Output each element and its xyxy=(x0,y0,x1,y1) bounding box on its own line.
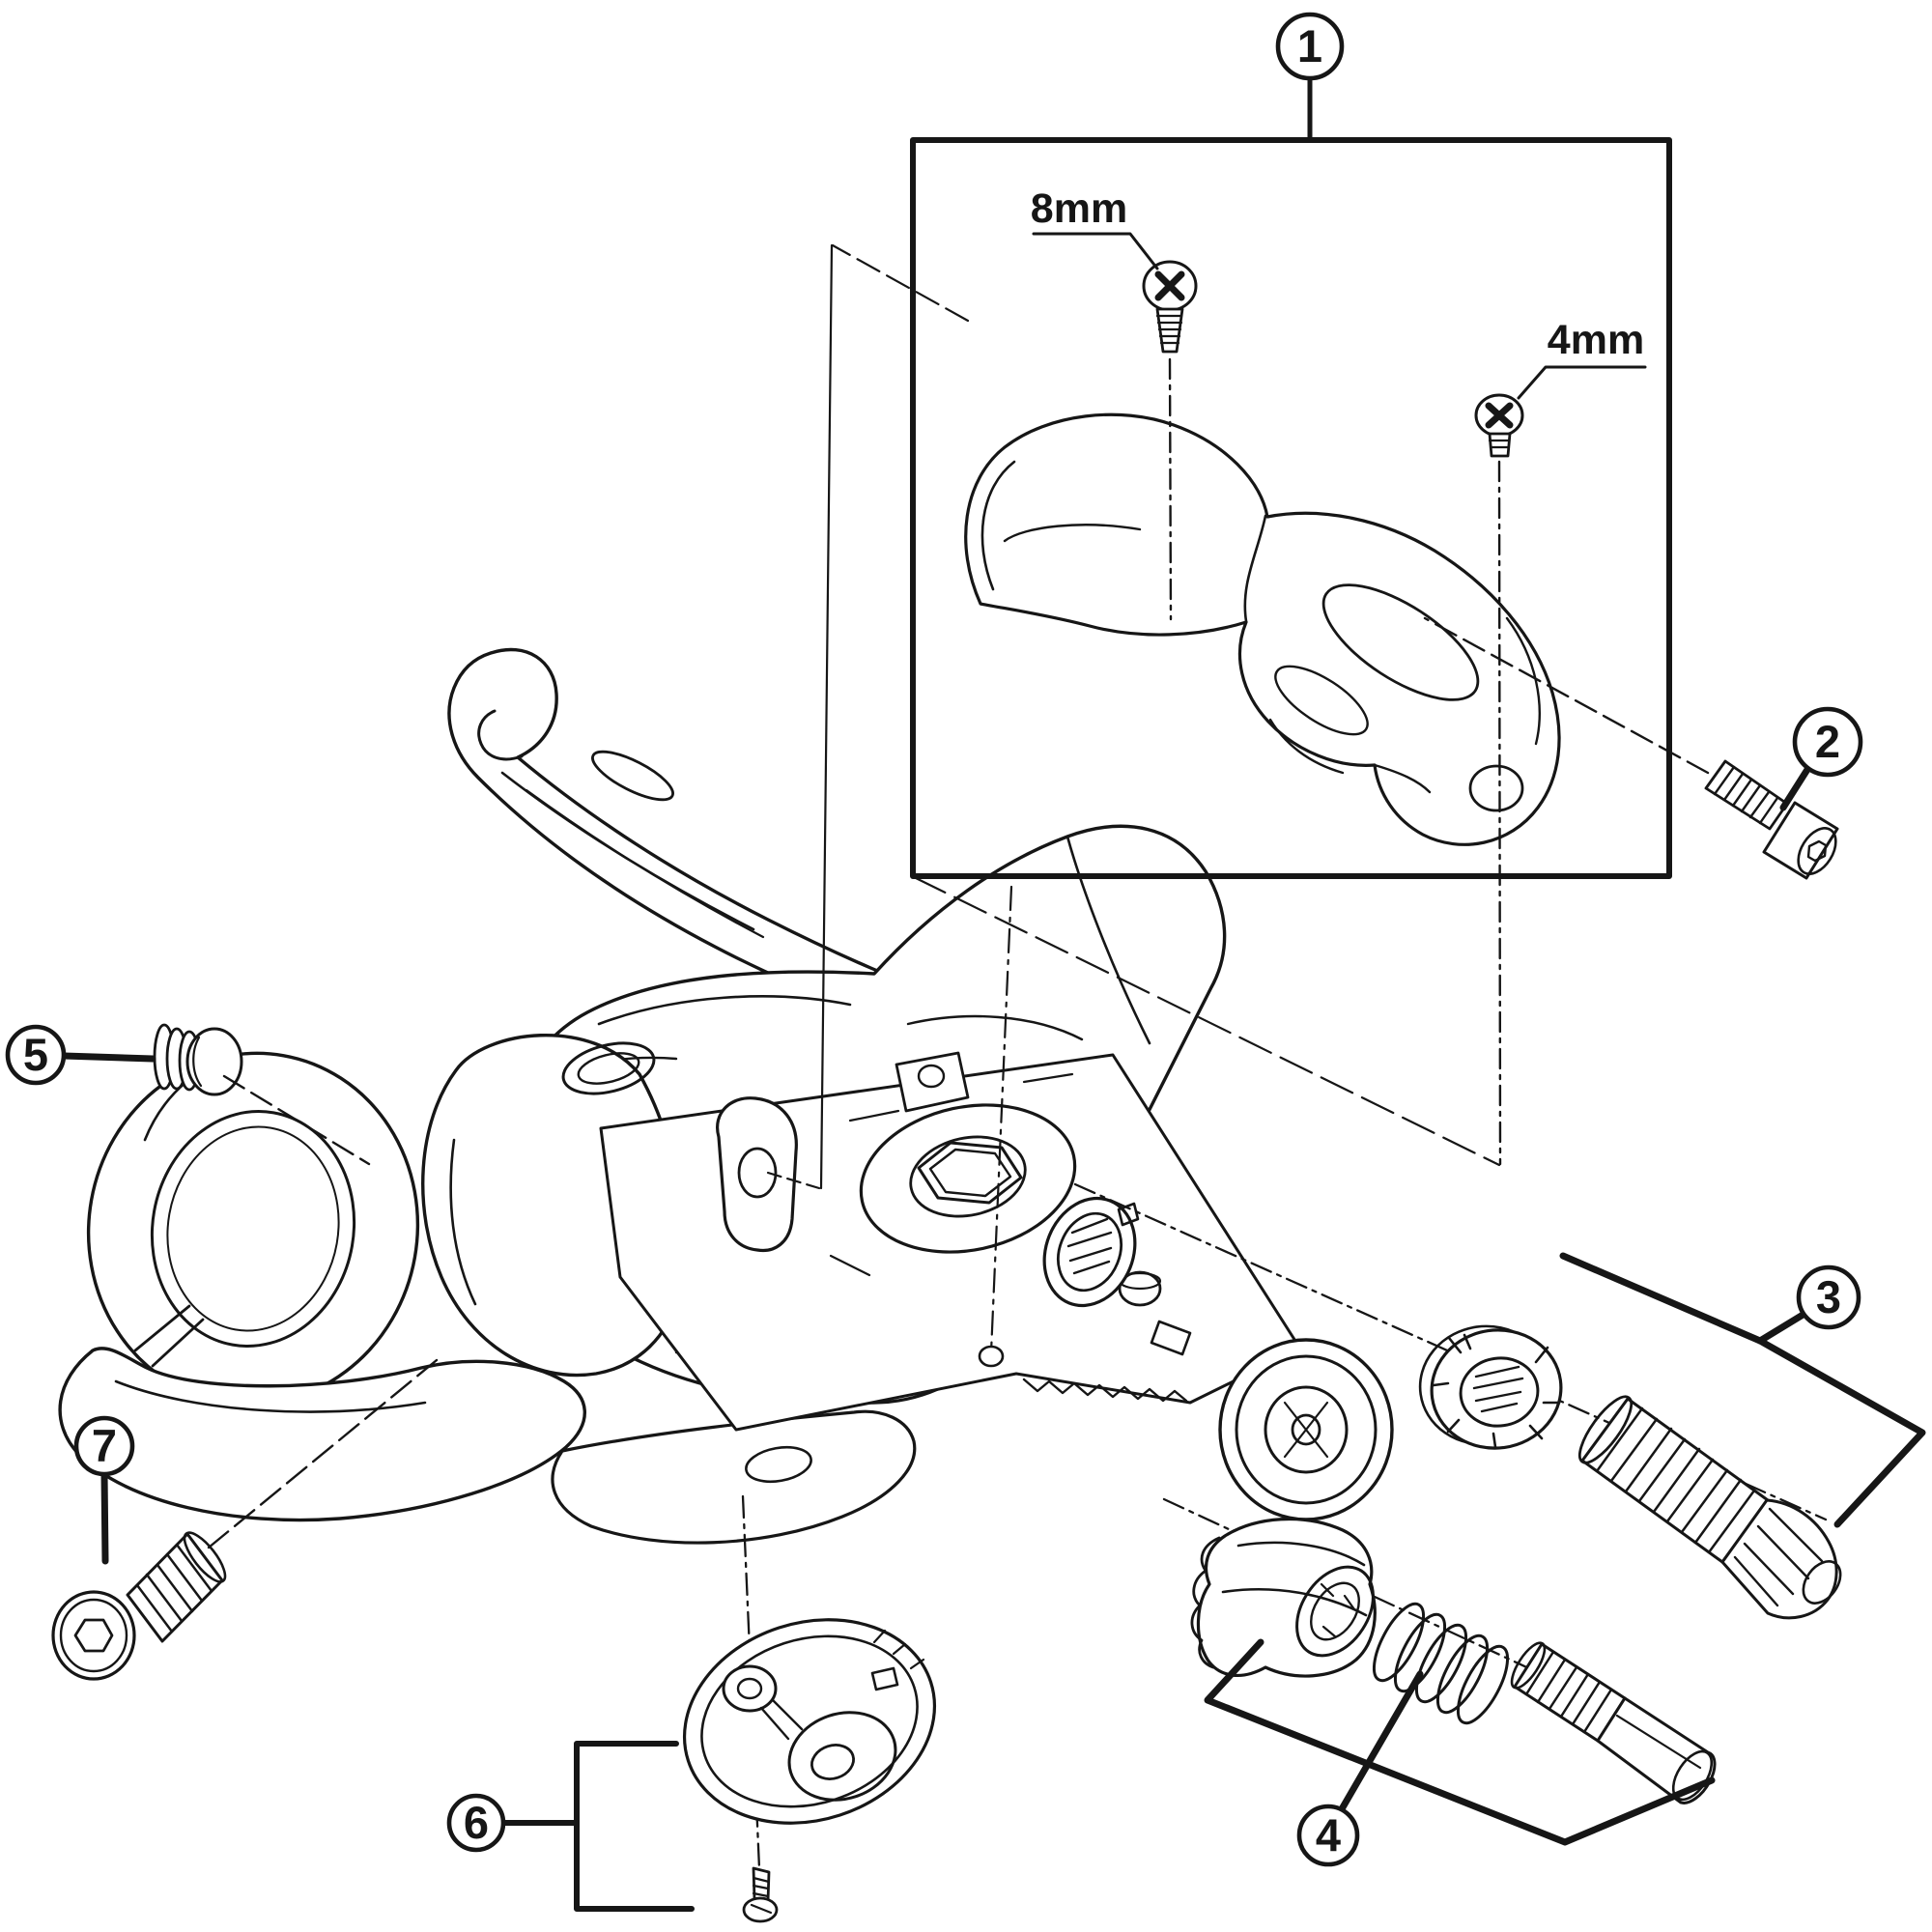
ratchet-ring xyxy=(859,1103,1077,1254)
callout-6: 6 xyxy=(446,1741,695,1912)
callout-6-circle xyxy=(446,1793,506,1853)
cover-bolt-hole xyxy=(1468,764,1524,812)
cover-screw-4mm xyxy=(1474,393,1524,458)
callout-5-label: 5 xyxy=(23,1029,48,1080)
hex-socket xyxy=(73,1618,114,1653)
callout-4-circle xyxy=(1296,1804,1360,1867)
shifter-main-assembly xyxy=(58,647,1394,1545)
callout-7-label: 7 xyxy=(92,1420,117,1471)
cover-projection-dash xyxy=(831,243,970,323)
barrel-adjuster xyxy=(1577,1395,1842,1620)
callout-3-label: 3 xyxy=(1816,1271,1841,1322)
callout-6-label: 6 xyxy=(464,1797,489,1848)
callout-2: 2 xyxy=(1779,706,1863,811)
callout-3-circle xyxy=(1796,1264,1861,1330)
cover-screw-8mm xyxy=(1142,260,1198,354)
detail-box-group: 8mm 4mm xyxy=(910,137,1672,879)
unit-cover xyxy=(964,412,1561,846)
threaded-hole xyxy=(1057,1211,1122,1293)
adjuster-knurl-cone xyxy=(1720,1498,1838,1620)
callout-5-circle xyxy=(5,1024,67,1086)
phillips-cross-icon xyxy=(1485,402,1514,429)
lug-hole xyxy=(737,1147,778,1199)
screw-8mm-leader xyxy=(1168,357,1173,621)
adjuster-knob xyxy=(1190,1517,1377,1678)
body-oval-hole xyxy=(561,1041,656,1095)
callout-5: 5 xyxy=(5,1024,156,1086)
lever-pivot-boss xyxy=(421,1034,683,1378)
cover-front-projection xyxy=(989,885,1013,1354)
callout-4-label: 4 xyxy=(1316,1809,1341,1861)
cover-projection-vertical xyxy=(819,243,834,1190)
callout-2-label: 2 xyxy=(1815,716,1840,767)
shift-paddle xyxy=(551,1409,917,1545)
cable-anchor-bolt xyxy=(1510,1641,1717,1804)
cover-plug xyxy=(153,1023,243,1096)
detail-box xyxy=(910,137,1672,879)
plate-screw xyxy=(742,1866,779,1923)
callouts: 1 2 3 4 5 6 xyxy=(5,12,1926,1912)
hex-socket xyxy=(1806,839,1828,863)
callout-1-label: 1 xyxy=(1297,20,1322,71)
clamp-bolt-leader xyxy=(207,1358,439,1549)
callout-7: 7 xyxy=(73,1415,135,1565)
dim-8mm-leader xyxy=(1032,232,1159,270)
dimension-label-4mm: 4mm xyxy=(1517,317,1647,400)
dim-8mm-text: 8mm xyxy=(1031,185,1127,232)
return-spring xyxy=(1372,1602,1510,1725)
callout-2-circle xyxy=(1792,706,1863,778)
callout-4: 4 xyxy=(1204,1638,1716,1867)
hex-nut xyxy=(917,1141,1023,1205)
lug-hole-dash xyxy=(766,1171,821,1190)
cover-screw-lug xyxy=(716,1096,798,1253)
box-projection-line xyxy=(912,875,1501,1167)
leader-lines xyxy=(207,243,1710,1549)
callout-3: 3 xyxy=(1559,1252,1926,1528)
indicator-plate xyxy=(682,1618,937,1825)
callout-7-circle xyxy=(73,1415,135,1477)
clamp-fixing-bolt xyxy=(51,1531,227,1681)
adjuster-threaded-boss xyxy=(1042,1196,1140,1308)
dim-4mm-text: 4mm xyxy=(1548,317,1644,363)
dimension-label-8mm: 8mm xyxy=(1031,185,1159,270)
plug-leader xyxy=(222,1074,371,1166)
callout-1-circle xyxy=(1275,12,1345,81)
dim-4mm-leader xyxy=(1517,365,1647,400)
cable-drum xyxy=(1218,1338,1394,1521)
ratchet-teeth xyxy=(1022,1378,1188,1403)
phillips-cross-icon xyxy=(1154,270,1185,301)
lock-nut-bore xyxy=(1459,1356,1540,1428)
cover-fixing-bolt xyxy=(1704,759,1839,880)
lock-nut xyxy=(1418,1324,1563,1450)
lever-slot xyxy=(591,750,674,802)
callout-1: 1 xyxy=(1275,12,1345,143)
plate-hub-hole xyxy=(736,1677,763,1700)
cover-bolt-leader xyxy=(1423,616,1710,775)
release-lever-paddle xyxy=(58,1347,586,1522)
screw-4mm-leader xyxy=(1497,460,1502,1166)
